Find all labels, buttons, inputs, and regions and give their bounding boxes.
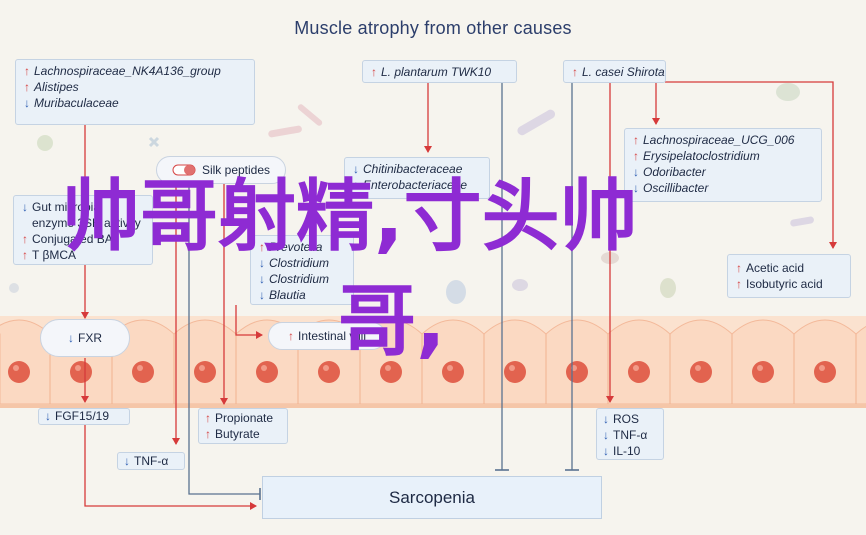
cell-nucleus xyxy=(628,361,650,383)
intestinal-villi-label: Intestinal villi xyxy=(297,329,367,343)
down-arrow-icon: ↓ xyxy=(353,178,359,192)
up-arrow-icon: ↑ xyxy=(205,411,211,425)
watermark-line-2: 哥, xyxy=(338,277,446,367)
acid-label: Acetic acid xyxy=(746,261,805,275)
cell-nucleus xyxy=(814,361,836,383)
intestinal-villi-node: ↑Intestinal villi xyxy=(268,322,386,350)
taxon-label: Muribaculaceae xyxy=(34,96,119,110)
cell-nucleus xyxy=(690,361,712,383)
taxon-label: Enterobacteriaceae xyxy=(363,178,468,192)
chitinibacteraceae-box: ↓ Chitinibacteraceae ↓ Enterobacteriaceae xyxy=(344,157,490,199)
down-arrow-icon: ↓ xyxy=(45,409,51,423)
taxon-label: Clostridium xyxy=(269,272,330,286)
cell-nucleus xyxy=(504,361,526,383)
metabolite-label: Butyrate xyxy=(215,427,260,441)
up-arrow-icon: ↑ xyxy=(22,232,28,246)
cell-nucleus xyxy=(70,361,92,383)
up-arrow-icon: ↑ xyxy=(736,277,742,291)
fxr-label: FXR xyxy=(78,331,102,345)
ros-box: ↓ ROS ↓ TNF-α ↓ IL-10 xyxy=(596,408,664,460)
microbe-decoration xyxy=(37,135,53,151)
cell-nucleus xyxy=(8,361,30,383)
scfa-box: ↑ Acetic acid ↑ Isobutyric acid xyxy=(727,254,851,298)
taxon-label: Prevotella xyxy=(269,240,323,254)
up-arrow-icon: ↑ xyxy=(736,261,742,275)
up-arrow-icon: ↑ xyxy=(22,248,28,262)
up-arrow-icon: ↑ xyxy=(259,240,265,254)
diagram-title: Muscle atrophy from other causes xyxy=(294,18,572,38)
capsule-icon xyxy=(172,164,196,176)
enzyme-label: Gut microbial xyxy=(32,200,103,214)
tnf-alpha-box: ↓ TNF-α xyxy=(117,452,185,470)
taxon-label: Lachnospiraceae_UCG_006 xyxy=(643,133,795,147)
l-plantarum-box: ↑ L. plantarum TWK10 xyxy=(362,60,517,83)
fgf-label: FGF15/19 xyxy=(55,409,110,423)
up-arrow-icon: ↑ xyxy=(287,329,294,343)
up-arrow-icon: ↑ xyxy=(24,64,30,78)
down-arrow-icon: ↓ xyxy=(603,412,609,426)
microbe-decoration xyxy=(776,83,800,101)
metabolite-label: Propionate xyxy=(215,411,274,425)
prevotella-box: ↑ Prevotella ↓ Clostridium ↓ Clostridium ↓ B… xyxy=(250,235,354,305)
taxon-label: Oscillibacter xyxy=(643,181,709,195)
enzyme-label: enzyme 3SH activity xyxy=(32,216,141,230)
down-arrow-icon: ↓ xyxy=(259,256,265,270)
taxon-label: Alistipes xyxy=(34,80,79,94)
down-arrow-icon: ↓ xyxy=(603,444,609,458)
taxon-label: Lachnospiraceae_NK4A136_group xyxy=(34,64,221,78)
up-arrow-icon: ↑ xyxy=(572,65,578,79)
acid-label: Isobutyric acid xyxy=(746,277,823,291)
down-arrow-icon: ↓ xyxy=(353,162,359,176)
fgf-box: ↓ FGF15/19 xyxy=(38,408,130,425)
propionate-box: ↑ Propionate ↑ Butyrate xyxy=(198,408,288,444)
down-arrow-icon: ↓ xyxy=(68,331,74,345)
up-arrow-icon: ↑ xyxy=(24,80,30,94)
taxon-label: Blautia xyxy=(269,288,306,302)
down-arrow-icon: ↓ xyxy=(24,96,30,110)
sarcopenia-node: Sarcopenia xyxy=(262,476,602,519)
fxr-node: ↓ FXR xyxy=(40,319,130,357)
up-arrow-icon: ↑ xyxy=(205,427,211,441)
watermark-line-1: 帅哥射精,寸头帅 xyxy=(62,172,638,262)
silk-peptides-node: Silk peptides xyxy=(156,156,286,184)
cell-nucleus xyxy=(132,361,154,383)
cell-nucleus xyxy=(566,361,588,383)
taxon-label: Chitinibacteraceae xyxy=(363,162,463,176)
up-arrow-icon: ↑ xyxy=(633,133,639,147)
taxon-label: Clostridium xyxy=(269,256,330,270)
cell-nucleus xyxy=(256,361,278,383)
cell-nucleus xyxy=(318,361,340,383)
taxon-label: Erysipelatoclostridium xyxy=(643,149,760,163)
taxon-label: Odoribacter xyxy=(643,165,706,179)
down-arrow-icon: ↓ xyxy=(633,181,639,195)
down-arrow-icon: ↓ xyxy=(124,454,130,468)
probiotic-label: L. plantarum TWK10 xyxy=(381,65,492,79)
probiotic-label: L. casei Shirota xyxy=(582,65,665,79)
up-arrow-icon: ↑ xyxy=(633,149,639,163)
down-arrow-icon: ↓ xyxy=(633,165,639,179)
marker-label: TNF-α xyxy=(613,428,648,442)
down-arrow-icon: ↓ xyxy=(259,272,265,286)
tnf-label: TNF-α xyxy=(134,454,169,468)
marker-label: IL-10 xyxy=(613,444,641,458)
gut-enzyme-box: ↓ Gut microbial enzyme 3SH activity ↑ Conj… xyxy=(13,195,153,265)
down-arrow-icon: ↓ xyxy=(22,200,28,214)
bile-acid-label: Conjugated BAs xyxy=(32,232,119,246)
bile-acid-label: T βMCA xyxy=(32,248,77,262)
silk-peptides-label: Silk peptides xyxy=(201,163,271,177)
right-microbes-box: ↑ Lachnospiraceae_UCG_006 ↑ Erysipelatoclo… xyxy=(624,128,822,202)
down-arrow-icon: ↓ xyxy=(259,288,265,302)
cell-nucleus xyxy=(194,361,216,383)
marker-label: ROS xyxy=(613,412,640,426)
l-casei-box: ↑ L. casei Shirota xyxy=(563,60,666,83)
gut-microbiota-box: ↑ Lachnospiraceae_NK4A136_group ↑ Alistipe… xyxy=(15,59,255,125)
down-arrow-icon: ↓ xyxy=(603,428,609,442)
cell-nucleus xyxy=(752,361,774,383)
up-arrow-icon: ↑ xyxy=(371,65,377,79)
